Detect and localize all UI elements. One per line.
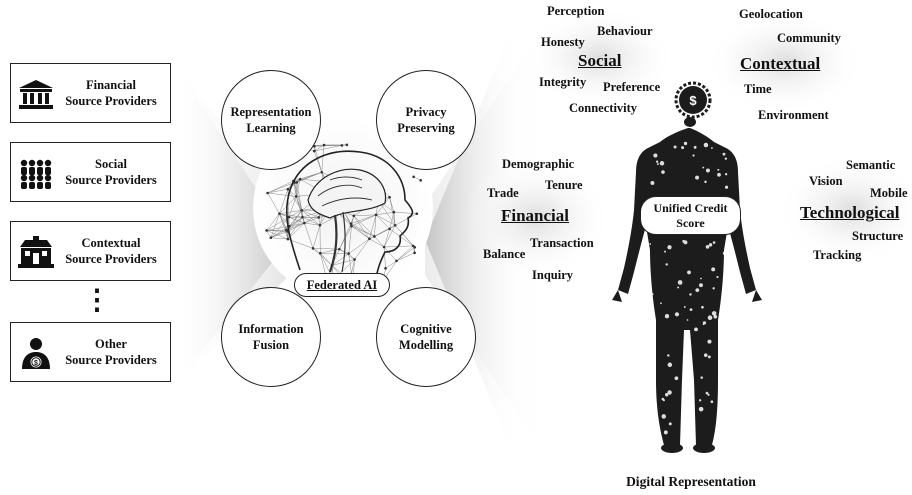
term-semantic: Semantic [846, 158, 896, 172]
unified-credit-score-box: Unified Credit Score [640, 196, 741, 235]
bubble-line: Fusion [252, 338, 290, 352]
term-demographic: Demographic [502, 157, 575, 171]
svg-text:$: $ [689, 93, 697, 108]
term-trade: Trade [487, 186, 519, 200]
provider-suffix: Source Providers [65, 353, 157, 367]
term-perception: Perception [547, 4, 605, 18]
term-community: Community [777, 31, 841, 45]
federated-ai-label: Federated AI [294, 273, 390, 297]
representation-learning-bubble: Representation Learning [221, 70, 321, 170]
score-line: Score [676, 215, 705, 230]
term-tracking: Tracking [813, 248, 862, 262]
bubble-line: Information [238, 321, 304, 336]
brain-network-graphic [253, 118, 433, 298]
term-mobile: Mobile [870, 186, 908, 200]
term-time: Time [744, 82, 772, 96]
bubble-line: Modelling [398, 338, 454, 352]
term-tenure: Tenure [545, 178, 583, 192]
provider-name: Social [95, 156, 127, 171]
human-silhouette-graphic [612, 81, 762, 453]
term-balance: Balance [483, 247, 526, 261]
technological-category-title: Technological [800, 203, 900, 222]
contextual-cloud [705, 10, 865, 114]
term-environment: Environment [758, 108, 829, 122]
technological-cloud [777, 155, 912, 265]
provider-suffix: Source Providers [65, 173, 157, 187]
term-behaviour: Behaviour [597, 24, 653, 38]
people-group-icon [20, 159, 52, 189]
vertical-ellipsis: ⋮ [83, 285, 111, 316]
person-coin-icon: $ [22, 338, 50, 369]
social-cloud [525, 6, 675, 110]
storefront-icon [18, 236, 54, 268]
bubble-line: Representation [230, 104, 312, 119]
privacy-preserving-bubble: Privacy Preserving [376, 70, 476, 170]
term-structure: Structure [852, 229, 904, 243]
provider-suffix: Source Providers [65, 94, 157, 108]
bubble-line: Cognitive [400, 321, 452, 336]
term-inquiry: Inquiry [532, 268, 573, 282]
digital-representation-caption: Digital Representation [626, 474, 756, 489]
provider-suffix: Source Providers [65, 252, 157, 266]
other-provider-box: $ Other Source Providers [10, 322, 171, 382]
term-integrity: Integrity [539, 75, 587, 89]
svg-text:$: $ [34, 360, 38, 367]
term-transaction: Transaction [530, 236, 594, 250]
financial-cloud [462, 158, 612, 278]
contextual-category-title: Contextual [740, 54, 821, 73]
dollar-coin-icon: $ [689, 93, 697, 108]
provider-name: Financial [85, 77, 136, 92]
provider-name: Contextual [81, 235, 141, 250]
cognitive-modelling-bubble: Cognitive Modelling [376, 287, 476, 387]
term-vision: Vision [809, 174, 843, 188]
term-honesty: Honesty [541, 35, 585, 49]
provider-name: Other [95, 336, 127, 351]
social-provider-box: Social Source Providers [10, 142, 171, 202]
term-connectivity: Connectivity [569, 101, 638, 115]
financial-provider-box: Financial Source Providers [10, 63, 171, 123]
financial-category-title: Financial [501, 206, 570, 225]
term-geolocation: Geolocation [739, 7, 803, 21]
bubble-line: Privacy [405, 104, 447, 119]
bank-icon [19, 80, 53, 109]
bubble-line: Preserving [397, 121, 455, 135]
score-line: Unified Credit [653, 200, 728, 215]
social-category-title: Social [578, 51, 622, 70]
bubble-line: Learning [246, 121, 296, 135]
contextual-provider-box: Contextual Source Providers [10, 221, 171, 281]
information-fusion-bubble: Information Fusion [221, 287, 321, 387]
term-preference: Preference [603, 80, 661, 94]
